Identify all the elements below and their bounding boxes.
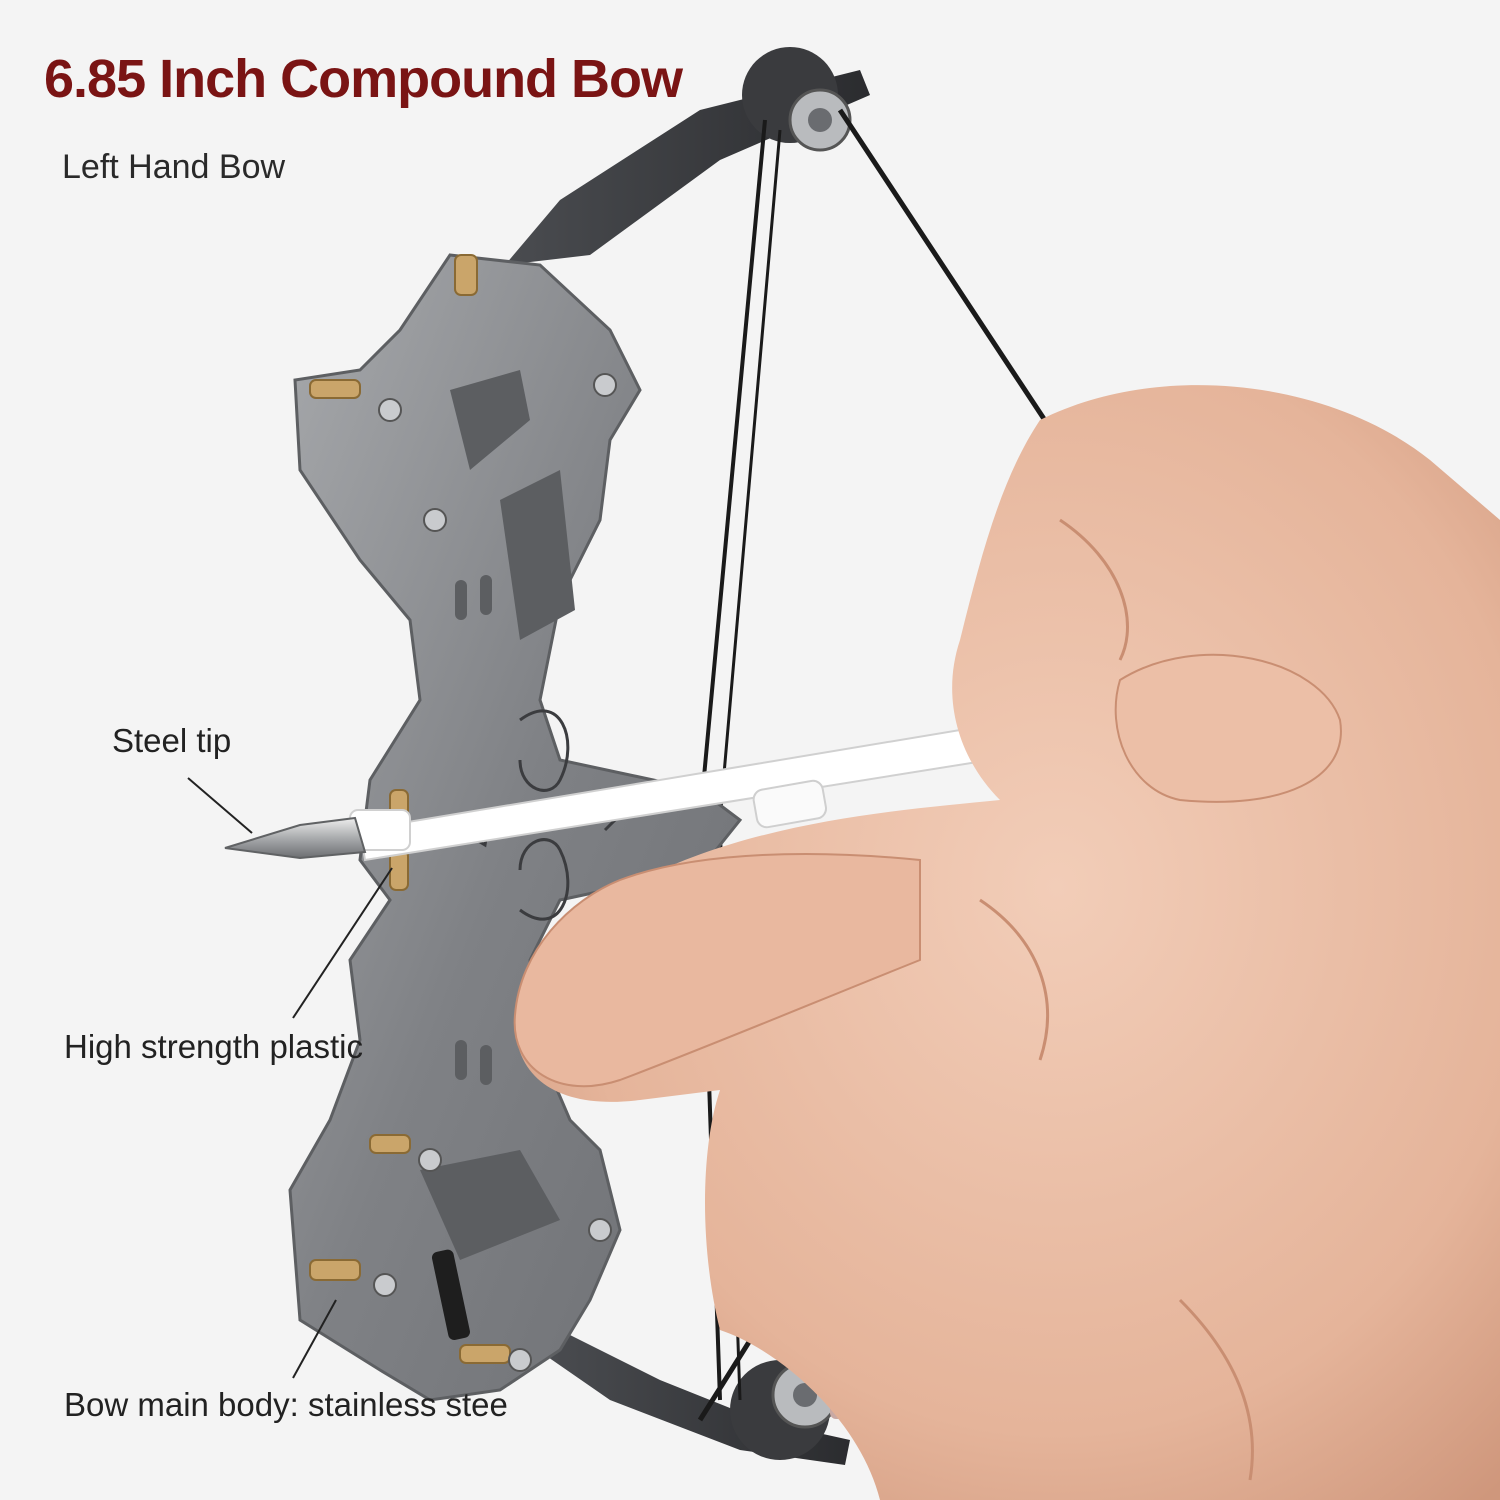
steel-arrowhead <box>224 816 367 860</box>
index-finger <box>513 853 921 1088</box>
thumb <box>1114 653 1342 803</box>
callout-leaders <box>187 777 393 1379</box>
riser-cutouts <box>420 370 575 1340</box>
bow-handedness-label: Left Hand Bow <box>62 148 286 186</box>
screws <box>373 373 617 1372</box>
callout-high-strength-plastic: High strength plastic <box>64 1028 363 1065</box>
callout-bow-main-body: Bow main body: stainless stee <box>64 1386 508 1423</box>
top-cam <box>742 47 852 152</box>
callout-steel-tip: Steel tip <box>112 722 232 759</box>
page-title: 6.85 Inch Compound Bow <box>44 49 683 109</box>
hand <box>513 385 1500 1500</box>
